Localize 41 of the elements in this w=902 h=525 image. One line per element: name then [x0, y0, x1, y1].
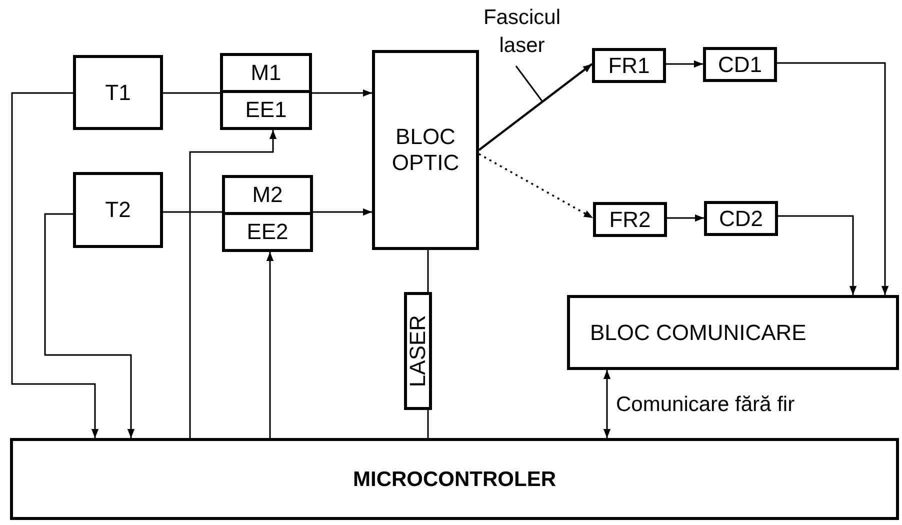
process-box — [704, 201, 778, 236]
leader-line — [515, 66, 543, 102]
block-label: FR1 — [608, 52, 650, 78]
process-box — [73, 172, 163, 248]
process-box — [10, 438, 899, 520]
arrow — [778, 215, 857, 295]
arrow — [189, 130, 277, 438]
arrow — [666, 60, 703, 68]
arrow — [478, 153, 594, 219]
arrow — [478, 63, 593, 151]
split-block — [222, 175, 313, 252]
beam-label: Fascicul laser — [482, 5, 562, 59]
arrow — [313, 208, 372, 216]
block-label: M2 — [252, 184, 283, 206]
arrow — [11, 92, 99, 438]
block-label: LASER — [407, 314, 429, 388]
laser-block — [404, 292, 432, 410]
block-label: EE2 — [246, 221, 288, 243]
arrow — [603, 370, 611, 438]
block-label: FR2 — [609, 206, 651, 232]
split-block — [220, 53, 312, 130]
block-label: MICROCONTROLER — [353, 468, 556, 490]
process-box — [73, 55, 163, 130]
process-box — [592, 48, 666, 83]
arrow — [44, 213, 135, 438]
process-box — [703, 47, 777, 82]
block-label: BLOC COMUNICARE — [590, 322, 806, 344]
block-label: CD2 — [718, 206, 763, 232]
arrow — [266, 252, 274, 438]
arrow — [312, 89, 372, 97]
block-label: EE1 — [245, 99, 287, 121]
block-label: T1 — [105, 80, 131, 106]
process-box — [593, 202, 667, 237]
block-label: T2 — [105, 197, 131, 223]
block-label: BLOC OPTIC — [390, 124, 460, 176]
process-box — [567, 295, 899, 370]
arrow — [667, 214, 704, 222]
block-label: CD1 — [718, 52, 762, 78]
arrow — [777, 62, 889, 295]
process-box — [372, 50, 479, 250]
block-label: M1 — [250, 62, 282, 84]
